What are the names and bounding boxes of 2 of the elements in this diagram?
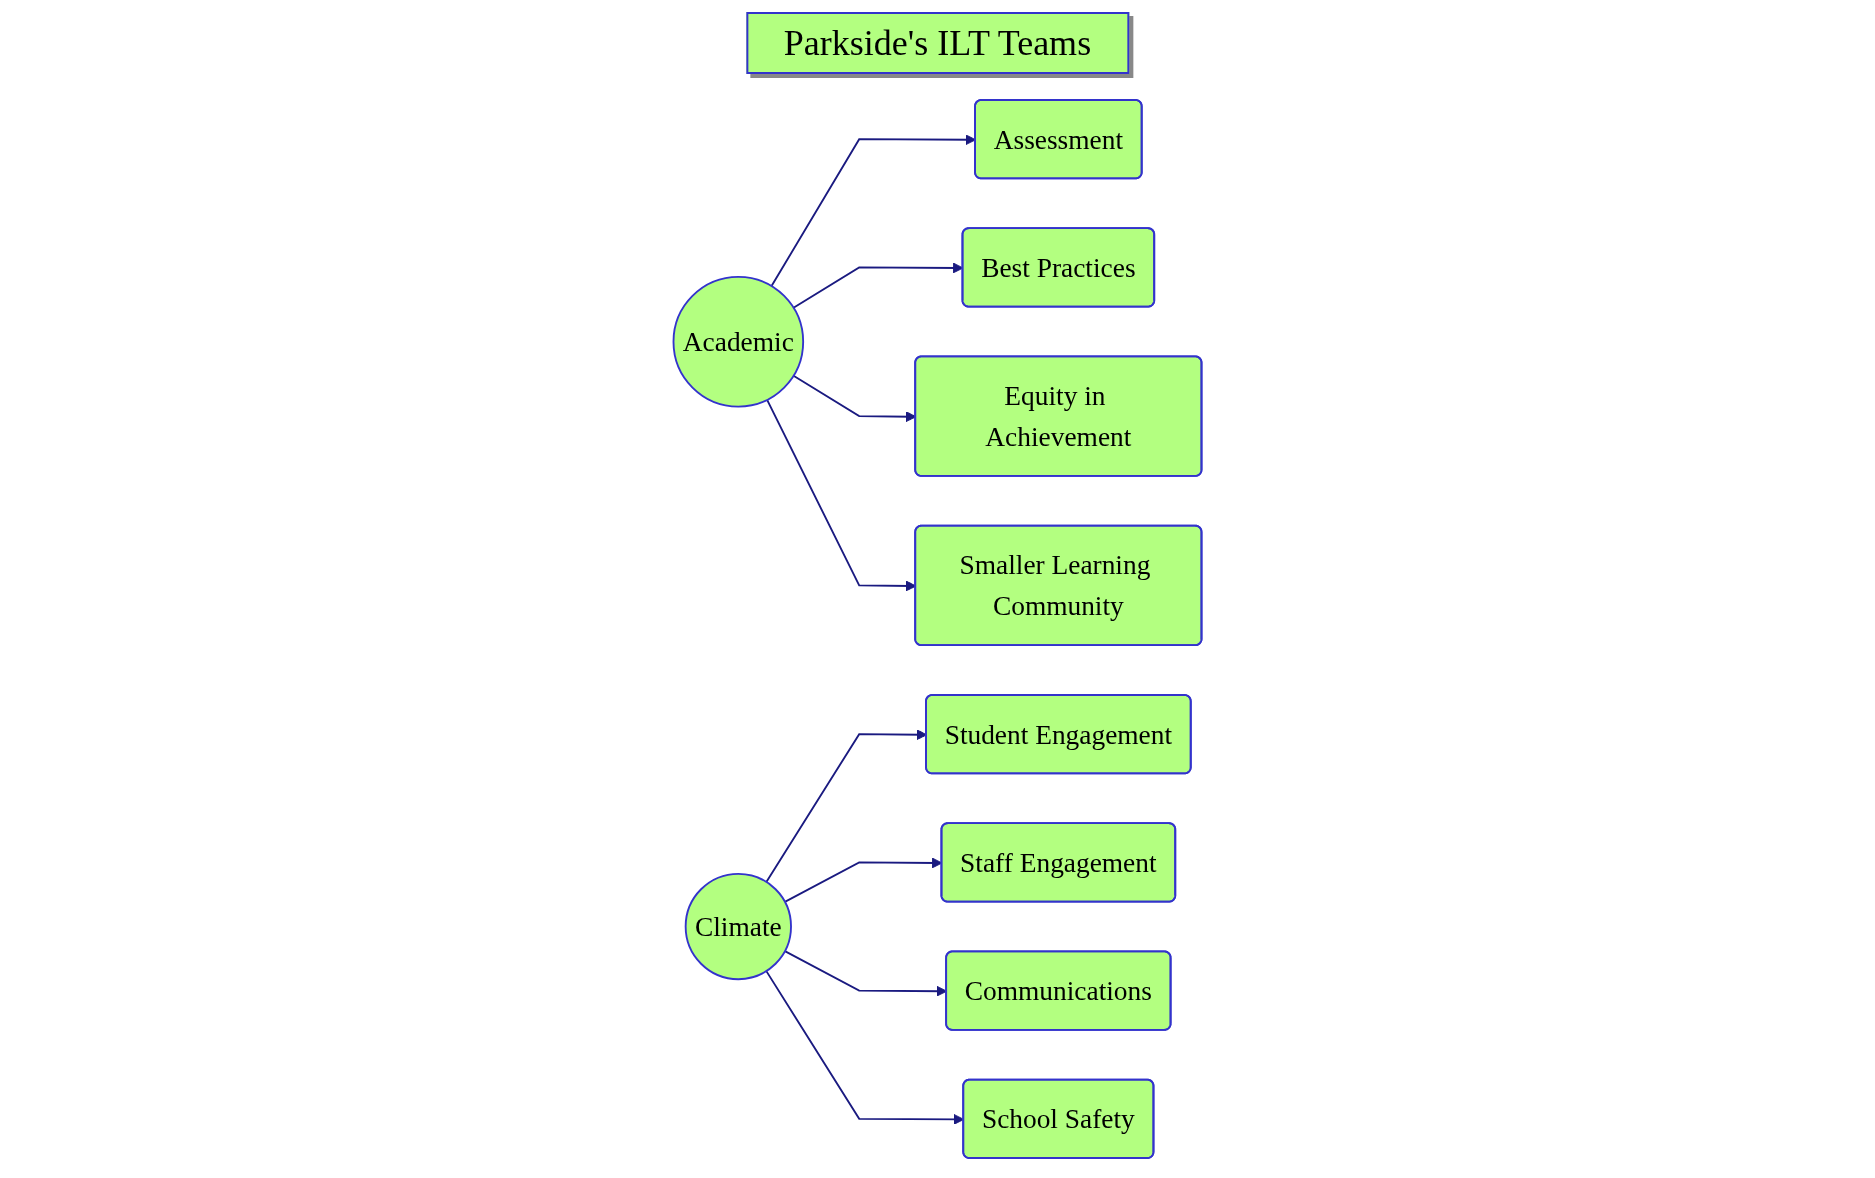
node-circle: Climate bbox=[684, 872, 792, 981]
node-circle: Academic bbox=[672, 276, 805, 408]
